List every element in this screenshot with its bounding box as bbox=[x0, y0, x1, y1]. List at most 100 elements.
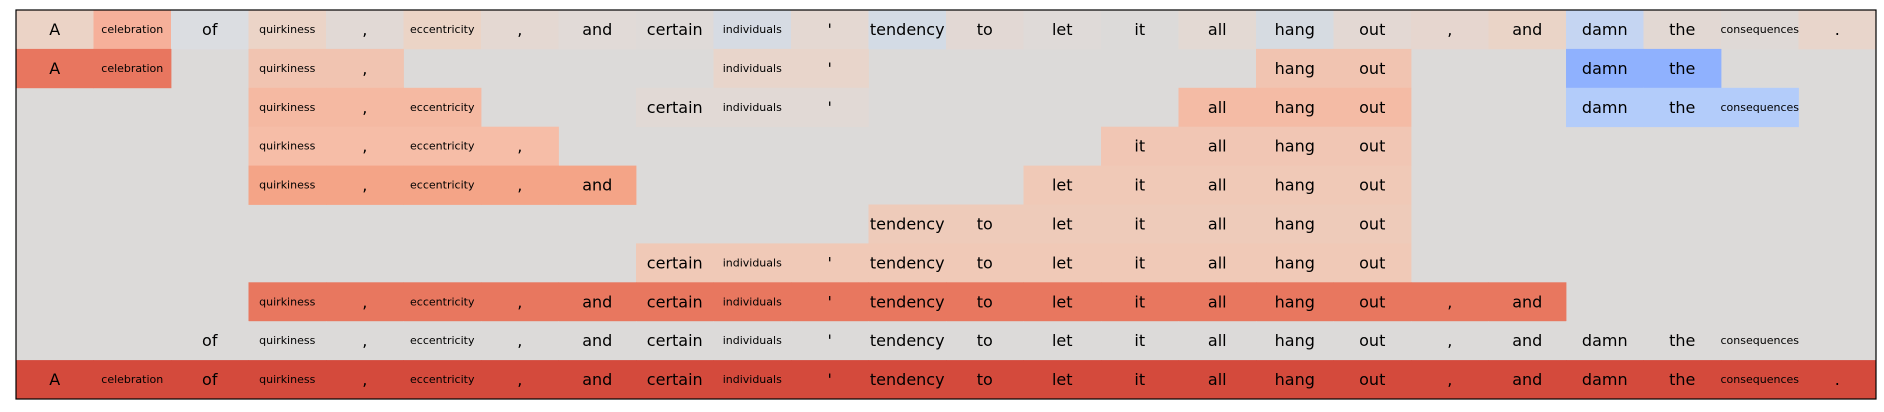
heatmap-cell-r4-c15 bbox=[1178, 165, 1257, 205]
token-label-r5-c16: hang bbox=[1275, 214, 1315, 233]
heatmap-cell-r0-c12 bbox=[946, 10, 1024, 50]
heatmap-cell-r1-c9 bbox=[713, 48, 792, 89]
token-label-r0-c17: out bbox=[1359, 20, 1385, 39]
heatmap-cell-r2-c8 bbox=[636, 87, 714, 128]
heatmap-cell-r2-c17 bbox=[1333, 87, 1412, 128]
token-label-r8-c8: certain bbox=[647, 331, 703, 350]
heatmap-cell-r5-c16 bbox=[1256, 204, 1334, 244]
heatmap-cell-r0-c5 bbox=[403, 10, 482, 50]
token-label-r0-c18: , bbox=[1447, 20, 1452, 39]
token-label-r5-c12: to bbox=[977, 214, 993, 233]
heatmap-cell-r2-c22 bbox=[1721, 87, 1799, 128]
heatmap-cell-r0-c2 bbox=[171, 10, 249, 50]
heatmap-cell-r1-c21 bbox=[1643, 48, 1722, 89]
heatmap-cell-r0-c4 bbox=[326, 10, 404, 50]
heatmap-cell-r3-c6 bbox=[481, 126, 559, 166]
heatmap-cell-r7-c9 bbox=[713, 282, 792, 322]
heatmap-cell-r9-c13 bbox=[1023, 360, 1102, 400]
heatmap-cell-r6-c16 bbox=[1256, 243, 1334, 283]
token-label-r1-c0: A bbox=[49, 59, 60, 78]
heatmap-cell-r9-c14 bbox=[1101, 360, 1179, 400]
token-label-r2-c4: , bbox=[362, 98, 367, 117]
token-label-r2-c21: the bbox=[1669, 98, 1695, 117]
token-label-r2-c22: consequences bbox=[1721, 101, 1800, 114]
token-label-r4-c4: , bbox=[362, 176, 367, 195]
heatmap-cell-r6-c15 bbox=[1178, 243, 1257, 283]
heatmap-cell-r9-c6 bbox=[481, 360, 559, 400]
token-label-r9-c6: , bbox=[517, 370, 522, 389]
heatmap-cell-r1-c10 bbox=[791, 48, 869, 89]
token-label-r2-c17: out bbox=[1359, 98, 1385, 117]
heatmap-cell-r7-c15 bbox=[1178, 282, 1257, 322]
token-label-r1-c3: quirkiness bbox=[259, 62, 315, 75]
token-label-r0-c15: all bbox=[1208, 20, 1227, 39]
heatmap-cell-r9-c2 bbox=[171, 360, 249, 400]
heatmap-cell-r7-c16 bbox=[1256, 282, 1334, 322]
token-label-r0-c6: , bbox=[517, 20, 522, 39]
heatmap-cell-r4-c6 bbox=[481, 165, 559, 205]
token-label-r8-c20: damn bbox=[1582, 331, 1628, 350]
heatmap-cell-r0-c23 bbox=[1798, 10, 1877, 50]
heatmap-cell-r9-c21 bbox=[1643, 360, 1722, 400]
token-label-r9-c20: damn bbox=[1582, 370, 1628, 389]
token-label-r2-c15: all bbox=[1208, 98, 1227, 117]
heatmap-cell-r9-c15 bbox=[1178, 360, 1257, 400]
heatmap-cell-r1-c17 bbox=[1333, 48, 1412, 89]
token-label-r2-c20: damn bbox=[1582, 98, 1628, 117]
heatmap-cell-r6-c12 bbox=[946, 243, 1024, 283]
heatmap-cell-r1-c16 bbox=[1256, 48, 1334, 89]
token-label-r5-c14: it bbox=[1134, 214, 1145, 233]
heatmap-cell-r8-c17 bbox=[1333, 321, 1412, 361]
heatmap-cell-r7-c13 bbox=[1023, 282, 1102, 322]
token-label-r0-c21: the bbox=[1669, 20, 1695, 39]
token-label-r9-c0: A bbox=[49, 370, 60, 389]
heatmap-cell-r4-c17 bbox=[1333, 165, 1412, 205]
heatmap-cell-r4-c3 bbox=[248, 165, 327, 205]
heatmap-cell-r8-c2 bbox=[171, 321, 249, 361]
heatmap-cell-r6-c10 bbox=[791, 243, 869, 283]
token-label-r8-c10: ' bbox=[828, 331, 832, 350]
token-label-r4-c13: let bbox=[1052, 176, 1073, 195]
heatmap-cell-r7-c17 bbox=[1333, 282, 1412, 322]
heatmap-cell-r1-c1 bbox=[93, 48, 172, 89]
heatmap-cell-r0-c11 bbox=[868, 10, 947, 50]
token-label-r3-c3: quirkiness bbox=[259, 140, 315, 153]
token-label-r3-c6: , bbox=[517, 137, 522, 156]
token-label-r2-c5: eccentricity bbox=[410, 101, 475, 114]
heatmap-cell-r9-c0 bbox=[16, 360, 94, 400]
heatmap-cell-r3-c14 bbox=[1101, 126, 1179, 166]
heatmap-cell-r8-c9 bbox=[713, 321, 792, 361]
token-label-r9-c1: celebration bbox=[101, 373, 163, 386]
token-label-r0-c20: damn bbox=[1582, 20, 1628, 39]
heatmap-cell-r9-c20 bbox=[1566, 360, 1644, 400]
token-label-r9-c7: and bbox=[582, 370, 612, 389]
token-label-r9-c13: let bbox=[1052, 370, 1073, 389]
heatmap-cell-r9-c17 bbox=[1333, 360, 1412, 400]
token-label-r7-c16: hang bbox=[1275, 292, 1315, 311]
heatmap-cell-r3-c4 bbox=[326, 126, 404, 166]
token-label-r9-c15: all bbox=[1208, 370, 1227, 389]
heatmap-cell-r9-c23 bbox=[1798, 360, 1877, 400]
token-label-r0-c10: ' bbox=[828, 20, 832, 39]
heatmap-cell-r0-c20 bbox=[1566, 10, 1644, 50]
token-label-r6-c11: tendency bbox=[870, 253, 945, 272]
token-label-r0-c12: to bbox=[977, 20, 993, 39]
heatmap-cell-r7-c11 bbox=[868, 282, 947, 322]
heatmap-cell-r6-c14 bbox=[1101, 243, 1179, 283]
heatmap-cell-r8-c12 bbox=[946, 321, 1024, 361]
token-label-r5-c15: all bbox=[1208, 214, 1227, 233]
token-label-r6-c17: out bbox=[1359, 253, 1385, 272]
token-label-r8-c12: to bbox=[977, 331, 993, 350]
token-label-r1-c17: out bbox=[1359, 59, 1385, 78]
heatmap-cell-r4-c14 bbox=[1101, 165, 1179, 205]
heatmap-cell-r9-c3 bbox=[248, 360, 327, 400]
token-label-r9-c16: hang bbox=[1275, 370, 1315, 389]
token-label-r8-c3: quirkiness bbox=[259, 334, 315, 347]
token-label-r8-c17: out bbox=[1359, 331, 1385, 350]
heatmap-cell-r9-c12 bbox=[946, 360, 1024, 400]
token-label-r9-c8: certain bbox=[647, 370, 703, 389]
token-label-r4-c16: hang bbox=[1275, 176, 1315, 195]
token-label-r8-c13: let bbox=[1052, 331, 1073, 350]
token-label-r8-c9: individuals bbox=[723, 334, 782, 347]
heatmap-cell-r0-c8 bbox=[636, 10, 714, 50]
